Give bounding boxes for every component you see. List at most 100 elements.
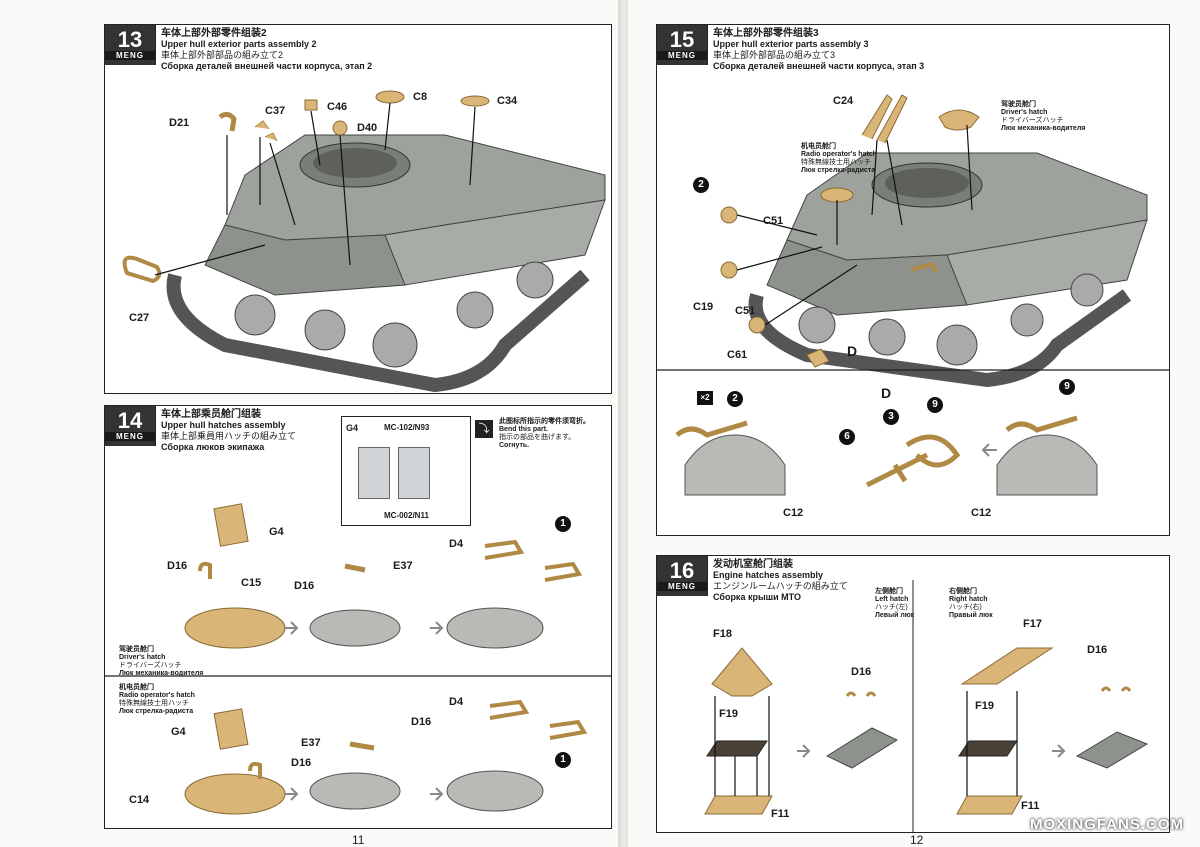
label-c15: C15	[241, 577, 262, 589]
label-d40: D40	[357, 122, 378, 134]
radio-cn: 机电员舱门	[119, 684, 154, 691]
step-badge: 16 MENG	[657, 556, 708, 596]
label-f11-b: F11	[1021, 800, 1040, 812]
title-cn: 车体上部外部零件组装2	[161, 28, 267, 39]
bend-note: ⤵ 此图标所指示的零件须弯折。 Bend this part. 指示の部品を曲げ…	[475, 418, 605, 458]
title-en: Upper hull hatches assembly	[161, 420, 286, 430]
paint-part-preview	[358, 447, 390, 499]
label-f11: F11	[771, 808, 790, 820]
label-c61: C61	[727, 349, 748, 361]
w6-badge: 6	[839, 429, 855, 445]
paint-part-preview-2	[398, 447, 430, 499]
driver-ru: Люк механика-водителя	[119, 670, 204, 677]
radio-cn-15: 机电员舱门	[801, 143, 836, 150]
label-d16-d: D16	[411, 716, 432, 728]
title-jp: 車体上部乗員用ハッチの組み立て	[161, 431, 297, 441]
step-badge: 15 MENG	[657, 25, 708, 65]
label-f19: F19	[719, 708, 738, 720]
title-en: Engine hatches assembly	[713, 570, 824, 580]
step-title: 车体上部外部零件组装3 Upper hull exterior parts as…	[713, 28, 924, 72]
label-d-detail: D	[881, 385, 892, 401]
step-number: 13	[117, 27, 143, 52]
title-ru: Сборка люков экипажа	[161, 442, 265, 452]
label-e37-b: E37	[301, 737, 321, 749]
label-c12-b: C12	[971, 507, 992, 519]
paint-g4: G4	[346, 423, 359, 433]
step-number: 14	[117, 408, 143, 433]
step-13-panel: 13 MENG 车体上部外部零件组装2 Upper hull exterior …	[104, 24, 612, 394]
step-13-illustration	[122, 90, 606, 393]
label-d16-b: D16	[294, 580, 315, 592]
label-d16-16b: D16	[1087, 644, 1108, 656]
watermark: MOXINGFANS.COM	[1029, 816, 1184, 833]
label-c19: C19	[693, 301, 714, 313]
w1-badge: 1	[555, 516, 571, 532]
page-number-left: 11	[352, 833, 365, 847]
left-page: 13 MENG 车体上部外部零件组装2 Upper hull exterior …	[104, 24, 612, 847]
book-gutter	[618, 0, 630, 847]
bend-icon: ⤵	[475, 420, 493, 438]
step-badge: 13 MENG	[105, 25, 156, 65]
bend-en: Bend this part.	[499, 426, 549, 433]
driver-jp-15: ドライバーズハッチ	[1001, 117, 1064, 124]
label-c51: C51	[763, 215, 784, 227]
meng-logo: MENG	[105, 432, 155, 441]
title-ru: Сборка деталей внешней части корпуса, эт…	[713, 61, 925, 71]
title-en: Upper hull exterior parts assembly 2	[161, 39, 317, 49]
title-ru: Сборка деталей внешней части корпуса, эт…	[161, 61, 373, 71]
bend-jp: 指示の部品を曲げます。	[499, 434, 576, 441]
left-hatch-ru: Левый люк	[875, 612, 915, 619]
title-jp: エンジンルームハッチの組み立て	[713, 581, 848, 591]
driver-jp: ドライバーズハッチ	[119, 662, 182, 669]
label-d16: D16	[167, 560, 188, 572]
step-16-illustration	[704, 580, 1149, 832]
right-page: 15 MENG 车体上部外部零件组装3 Upper hull exterior …	[628, 0, 1200, 847]
step-title: 车体上部乘员舱门组装 Upper hull hatches assembly 車…	[161, 409, 296, 453]
label-g4: G4	[269, 526, 284, 538]
title-en: Upper hull exterior parts assembly 3	[713, 39, 869, 49]
paint-guide-box: G4 MC-102/N93 MC-002/N11	[341, 416, 471, 526]
radio-jp-15: 特殊無線技士用ハッチ	[801, 159, 871, 166]
step-14-panel: 14 MENG 车体上部乘员舱门组装 Upper hull hatches as…	[104, 405, 612, 829]
label-c46: C46	[327, 101, 348, 113]
label-c27: C27	[129, 312, 150, 324]
paint-code-2: MC-002/N11	[384, 511, 429, 520]
step-title: 车体上部外部零件组装2 Upper hull exterior parts as…	[161, 28, 372, 72]
radio-jp: 特殊無線技士用ハッチ	[119, 700, 189, 707]
radio-ru-15: Люк стрелка-радиста	[801, 167, 876, 174]
w1-badge-b: 1	[555, 752, 571, 768]
label-c8: C8	[413, 91, 428, 103]
w2-badge: 2	[693, 177, 709, 193]
w9-badge-b: 9	[1059, 379, 1075, 395]
tank-hull-drawing	[166, 134, 606, 393]
step-badge: 14 MENG	[105, 406, 156, 446]
label-d21: D21	[169, 117, 190, 129]
radio-ru: Люк стрелка-радиста	[119, 708, 194, 715]
title-cn: 发动机室舱门组装	[713, 559, 793, 570]
meng-logo: MENG	[657, 582, 707, 591]
right-hatch-jp: ハッチ(右)	[949, 604, 982, 611]
paint-code-1: MC-102/N93	[384, 423, 430, 432]
driver-cn-15: 驾驶员舱门	[1001, 101, 1036, 108]
step-14-illustration	[105, 503, 611, 815]
part-shapes	[122, 90, 490, 284]
right-hatch-en: Right hatch	[949, 596, 988, 603]
title-cn: 车体上部乘员舱门组装	[161, 409, 261, 420]
step-number: 16	[669, 558, 695, 583]
label-g4-b: G4	[171, 726, 186, 738]
radio-en: Radio operator's hatch	[119, 692, 195, 699]
step-title: 发动机室舱门组装 Engine hatches assembly エンジンルーム…	[713, 559, 848, 603]
right-hatch-cn: 右侧舱门	[949, 588, 977, 595]
step-16-panel: 16 MENG 发动机室舱门组装 Engine hatches assembly…	[656, 555, 1170, 833]
assembly-arrows	[154, 102, 476, 276]
title-jp: 車体上部外部部品の組み立て2	[161, 50, 284, 60]
w9-badge: 9	[927, 397, 943, 413]
meng-logo: MENG	[657, 51, 707, 60]
w3-badge: 3	[883, 409, 899, 425]
radio-en-15: Radio operator's hatch	[801, 151, 877, 158]
driver-en-15: Driver's hatch	[1001, 109, 1048, 116]
label-c37: C37	[265, 105, 286, 117]
step-number: 15	[669, 27, 695, 52]
label-d4: D4	[449, 538, 464, 550]
label-d: D	[847, 343, 858, 359]
